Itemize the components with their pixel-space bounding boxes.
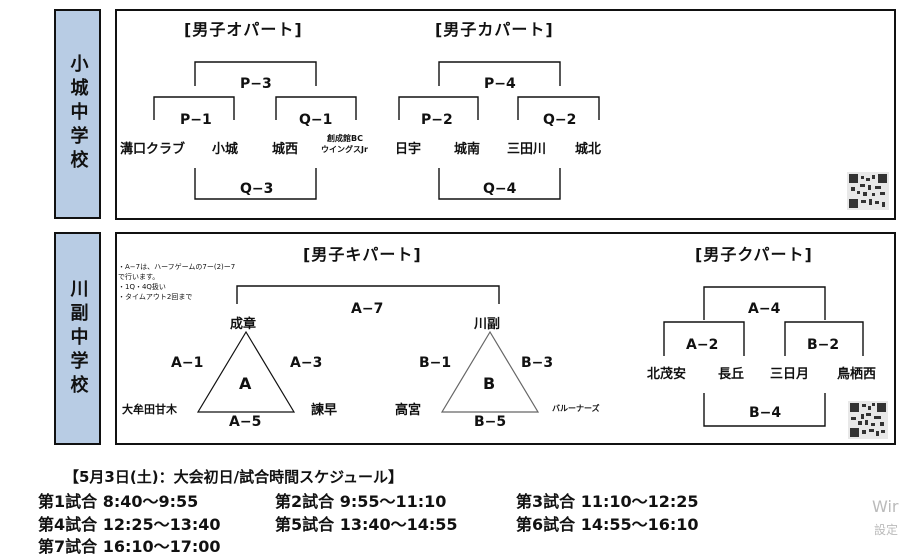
triangle-a	[196, 330, 296, 413]
team-josai: 城西	[272, 142, 299, 157]
team-nagaoka: 長丘	[718, 367, 745, 382]
team-johoku: 城北	[575, 142, 602, 157]
team-ogi: 小城	[212, 142, 239, 157]
team-tosunishi: 鳥栖西	[837, 367, 877, 382]
match-a2: A−2	[686, 337, 719, 353]
team-hiu: 日宇	[395, 142, 422, 157]
team-mizoguchi: 溝口クラブ	[120, 142, 186, 157]
part-ki-title: [男子キパート]	[303, 245, 422, 264]
team-soseikan-line1: 創成館BC	[327, 134, 363, 143]
schedule-item: 第2試合 9:55〜11:10	[275, 492, 447, 511]
team-soseikan-line2: ウイングスJr	[321, 145, 368, 154]
triangle-b	[440, 330, 540, 413]
qr-code-icon	[847, 172, 889, 210]
activation-watermark: Wir	[872, 497, 899, 516]
team-kawasoe: 川副	[474, 317, 501, 332]
part-ku-title: [男子クパート]	[695, 245, 813, 264]
school-name: 川副中学校	[67, 278, 89, 399]
team-isahaya: 諫早	[311, 403, 338, 418]
part-ka-title: [男子カパート]	[435, 20, 554, 39]
schedule-item: 第4試合 12:25〜13:40	[38, 515, 221, 534]
bottom-bracket-panel	[115, 232, 896, 445]
team-seisho: 成章	[230, 317, 257, 332]
match-p4: P−4	[484, 76, 516, 92]
note-line: ・タイムアウト2回まで	[118, 293, 193, 301]
match-a7: A−7	[351, 301, 384, 317]
team-mikazuki: 三日月	[770, 367, 810, 382]
match-p2: P−2	[421, 112, 453, 128]
schedule-item: 第5試合 13:40〜14:55	[275, 515, 458, 534]
note-line: ・A−7は、ハーフゲームの7ー(2)ー7で行います。	[118, 263, 236, 281]
match-a4: A−4	[748, 301, 781, 317]
match-p1: P−1	[180, 112, 212, 128]
note-line: ・1Q・4Q扱い	[118, 283, 166, 291]
part-o-title: [男子オパート]	[184, 20, 303, 39]
qr-code-icon	[848, 401, 890, 439]
match-b3: B−3	[521, 355, 554, 371]
activation-watermark-sub: 設定	[874, 523, 899, 537]
match-b1: B−1	[419, 355, 452, 371]
match-a1: A−1	[171, 355, 204, 371]
schedule-item: 第7試合 16:10〜17:00	[38, 537, 221, 556]
match-a5: A−5	[229, 414, 262, 430]
match-q2: Q−2	[543, 112, 577, 128]
school-label-kawasoe: 川副中学校	[54, 232, 101, 445]
team-balloonars: バルーナーズ	[552, 404, 600, 413]
schedule-item: 第6試合 14:55〜16:10	[516, 515, 699, 534]
schedule-item: 第1試合 8:40〜9:55	[38, 492, 199, 511]
school-name: 小城中学校	[67, 54, 89, 174]
notes: ・A−7は、ハーフゲームの7ー(2)ー7で行います。 ・1Q・4Q扱い ・タイム…	[118, 262, 238, 302]
match-b2: B−2	[807, 337, 840, 353]
top-bracket-panel	[115, 9, 896, 220]
schedule-item: 第3試合 11:10〜12:25	[516, 492, 699, 511]
team-kitashigeyasu: 北茂安	[647, 367, 687, 382]
triangle-a-letter: A	[239, 374, 252, 393]
team-mitagawa: 三田川	[507, 142, 547, 157]
match-q4: Q−4	[483, 181, 517, 197]
team-takamiya: 高宮	[395, 403, 422, 418]
match-q1: Q−1	[299, 112, 333, 128]
triangle-b-letter: B	[483, 374, 496, 393]
team-omuta-amagi: 大牟田甘木	[122, 403, 177, 416]
team-jonan: 城南	[454, 142, 481, 157]
match-a3: A−3	[290, 355, 323, 371]
schedule-title: 【5月3日(土)：大会初日/試合時間スケジュール】	[64, 468, 404, 486]
match-b5: B−5	[474, 414, 507, 430]
match-q3: Q−3	[240, 181, 274, 197]
match-p3: P−3	[240, 76, 272, 92]
match-b4: B−4	[749, 405, 782, 421]
school-label-ogi: 小城中学校	[54, 9, 101, 219]
